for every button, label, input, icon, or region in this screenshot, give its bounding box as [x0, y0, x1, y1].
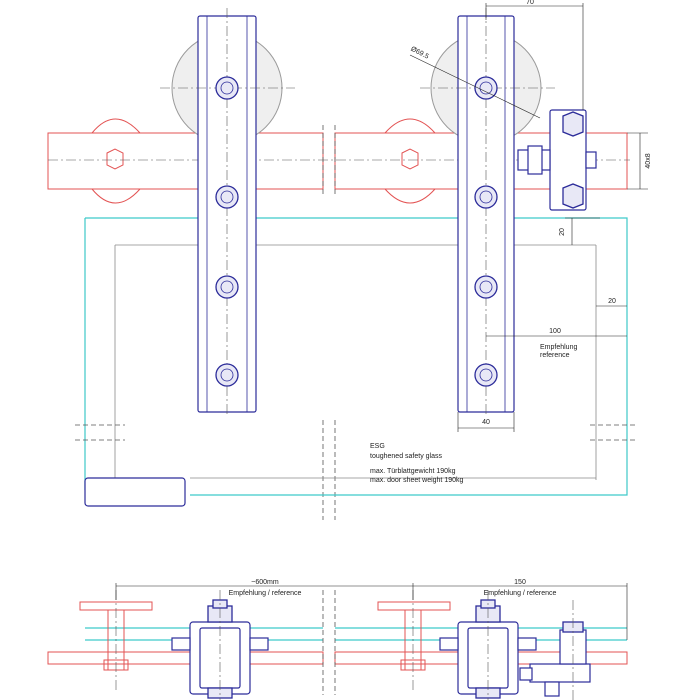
left-hanger-bolts	[215, 76, 239, 387]
dim-70: 70	[526, 0, 534, 6]
note-weight-de: max. Türblattgewicht 190kg	[370, 468, 456, 475]
break-lines-top	[322, 125, 336, 520]
right-hanger	[420, 8, 555, 415]
dim-20-offset: 20	[608, 298, 616, 305]
note-weight-en: max. door sheet weight 190kg	[370, 477, 463, 484]
rail-stop-nut-right	[401, 148, 419, 170]
glass-door	[75, 217, 635, 507]
rail-stop-nut-left	[106, 148, 124, 170]
dim-600: ~600mm	[251, 579, 279, 586]
left-hanger	[160, 8, 295, 415]
dim-150: 150	[514, 579, 526, 586]
dim-100: 100	[549, 328, 561, 335]
front-view: 70 Ø69.5 40x8 20 20 100 Empfehlung refer…	[47, 0, 652, 520]
dim-40: 40	[482, 419, 490, 426]
note-esg-en: toughened safety glass	[370, 453, 442, 460]
dim-20-vertical: 20	[559, 228, 566, 236]
note-esg: ESG	[370, 443, 385, 450]
dimension-annotations: 70 Ø69.5 40x8 20 20 100 Empfehlung refer…	[410, 0, 652, 432]
recommendation-en: reference	[540, 352, 570, 359]
top-view: ~600mm Empfehlung / reference 150 Empfeh…	[47, 579, 628, 700]
recommendation-de: Empfehlung	[540, 344, 577, 351]
dim-150-note: Empfehlung / reference	[484, 590, 557, 597]
wall-bracket	[517, 109, 597, 211]
floor-guide	[84, 477, 186, 507]
right-hanger-bolts	[474, 76, 498, 387]
right-hanger-top	[439, 590, 537, 700]
dim-diameter: Ø69.5	[410, 46, 430, 61]
wall-bracket-top	[519, 600, 591, 700]
dim-600-note: Empfehlung / reference	[229, 590, 302, 597]
glass-notes: ESG toughened safety glass max. Türblatt…	[370, 443, 463, 484]
left-hanger-top	[171, 590, 269, 700]
top-view-dimensions: ~600mm Empfehlung / reference 150 Empfeh…	[115, 579, 628, 640]
dim-40x8: 40x8	[645, 153, 652, 168]
rail-top-view-left	[47, 651, 324, 665]
